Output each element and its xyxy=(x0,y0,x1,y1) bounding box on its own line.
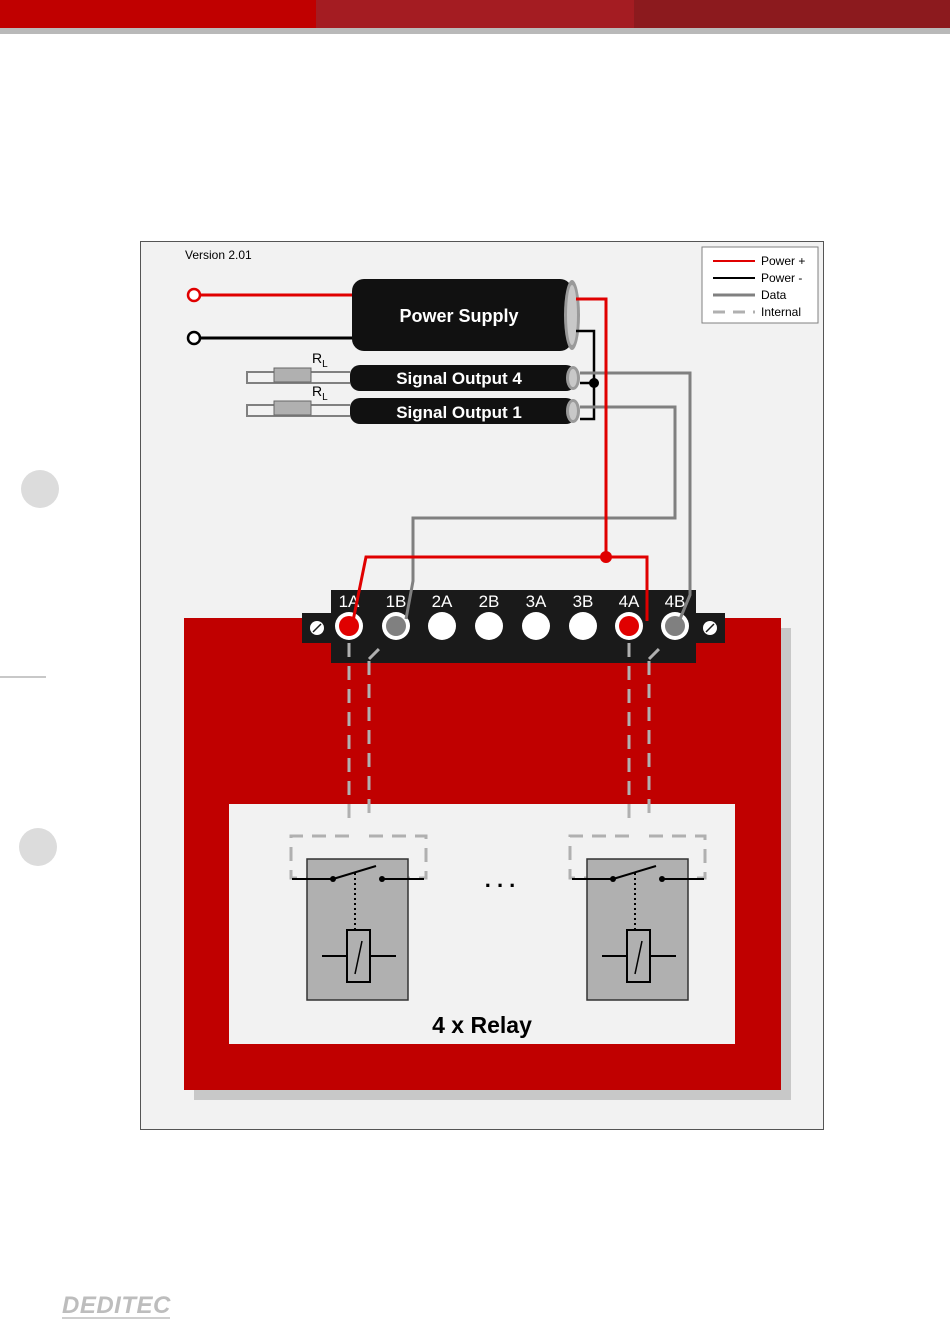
power-supply-label: Power Supply xyxy=(399,306,518,326)
signal-output-1-label: Signal Output 1 xyxy=(396,403,522,422)
relay-1 xyxy=(292,859,424,1000)
header-segment-left xyxy=(0,0,316,28)
signal-output-4-label: Signal Output 4 xyxy=(396,369,522,388)
side-marker-dot xyxy=(21,470,59,508)
terminal-label-2a: 2A xyxy=(432,592,453,611)
header-underline xyxy=(0,28,950,34)
legend-data: Data xyxy=(761,288,787,302)
legend-internal: Internal xyxy=(761,305,801,319)
deditec-logo: DEDITEC xyxy=(60,1288,180,1324)
terminal-screw-3b xyxy=(569,612,597,640)
terminal-screw-2b xyxy=(475,612,503,640)
power-minus-junction xyxy=(589,378,599,388)
header-segment-middle xyxy=(316,0,634,28)
terminal-label-3a: 3A xyxy=(526,592,547,611)
terminal-label-3b: 3B xyxy=(573,592,594,611)
terminal-screw-4a xyxy=(615,612,643,640)
terminal-screw-3a xyxy=(522,612,550,640)
terminal-label-4a: 4A xyxy=(619,592,640,611)
terminal-label-1b: 1B xyxy=(386,592,407,611)
terminal-screw-1a xyxy=(335,612,363,640)
header-segment-right xyxy=(634,0,950,28)
wiring-diagram: Version 2.01 Power + Power - Data Intern… xyxy=(140,241,824,1130)
terminal-screw-2a xyxy=(428,612,456,640)
power-plus-input-terminal xyxy=(188,289,200,301)
power-plus-junction xyxy=(600,551,612,563)
legend-power-minus: Power - xyxy=(761,271,802,285)
relay-count-label: 4 x Relay xyxy=(432,1012,532,1038)
terminal-label-2b: 2B xyxy=(479,592,500,611)
header-bar xyxy=(0,0,950,30)
version-label: Version 2.01 xyxy=(185,248,252,262)
legend-power-plus: Power + xyxy=(761,254,805,268)
relay-4 xyxy=(572,859,704,1000)
terminal-label-4b: 4B xyxy=(665,592,686,611)
side-marker-line xyxy=(0,676,46,678)
relay-ellipsis: . . . xyxy=(485,867,516,892)
side-marker-dot xyxy=(19,828,57,866)
terminal-screw-4b xyxy=(661,612,689,640)
svg-text:DEDITEC: DEDITEC xyxy=(62,1292,171,1319)
power-minus-input-terminal xyxy=(188,332,200,344)
legend: Power + Power - Data Internal xyxy=(702,247,818,323)
